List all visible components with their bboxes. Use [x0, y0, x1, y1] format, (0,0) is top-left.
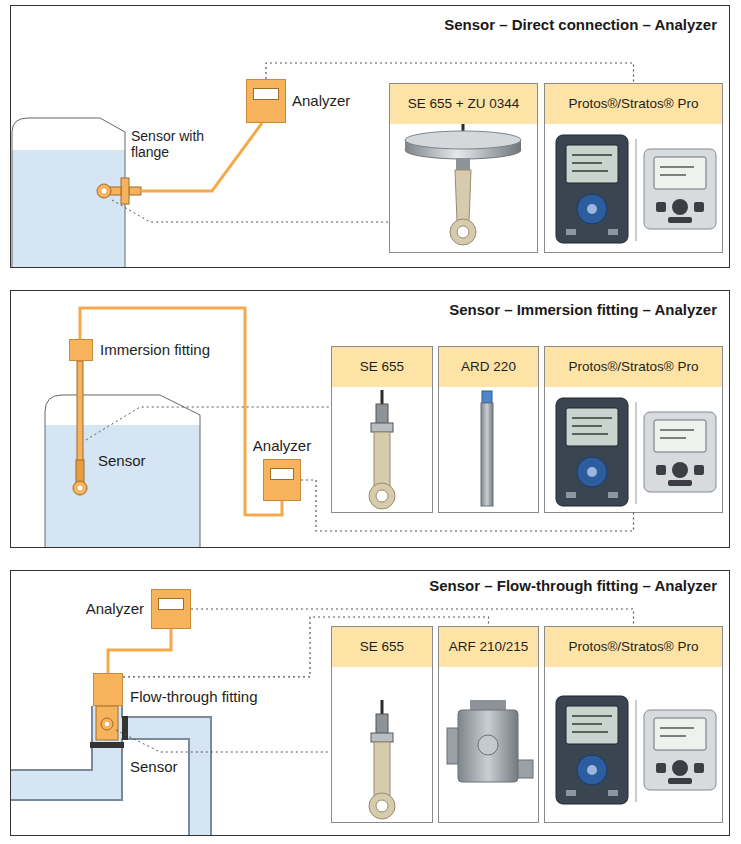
leader-line	[116, 730, 331, 752]
sensor-ring	[101, 718, 113, 730]
fitting-box: Flow-through fitting	[93, 673, 123, 706]
immersion-tube	[77, 361, 83, 461]
fitting-box: Immersion fitting	[69, 339, 93, 361]
product-name: Protos®/Stratos® Pro	[545, 347, 722, 387]
fitting-block	[458, 710, 518, 782]
product-name: SE 655 + ZU 0344	[390, 84, 537, 124]
tank-liquid	[12, 150, 125, 268]
pipe-collar	[122, 716, 128, 740]
sensor-cable	[108, 629, 171, 673]
sensor-ring	[97, 184, 111, 198]
tank-liquid	[45, 425, 200, 548]
sensor-hole	[102, 189, 107, 194]
sensor-body	[76, 460, 84, 482]
product-card: SE 655	[331, 346, 433, 513]
product-card: ARF 210/215	[438, 626, 539, 823]
flange-stem	[456, 158, 470, 170]
product-name: Protos®/Stratos® Pro	[545, 84, 722, 124]
fitting-cap	[482, 391, 492, 403]
analyzer-screen	[253, 88, 279, 100]
analyzer-photo	[556, 398, 716, 506]
product-card: SE 655	[331, 626, 433, 823]
analyzer-photo	[556, 696, 716, 804]
sensor-hole	[457, 226, 469, 238]
analyzer-photo	[556, 135, 716, 243]
leader-line	[112, 200, 389, 222]
device-label: Analyzer	[253, 437, 311, 454]
analyzer-screen	[270, 468, 294, 480]
device-label: Analyzer	[86, 600, 144, 617]
product-name: SE 655	[332, 627, 432, 667]
pipe-collar	[90, 742, 124, 748]
fitting-rod	[481, 403, 493, 506]
part-label: Sensor with flange	[131, 128, 213, 160]
fitting-window	[478, 735, 498, 755]
analyzer-box: Analyzer	[151, 589, 191, 629]
fitting-port	[447, 728, 459, 764]
sensor-hole	[78, 486, 83, 491]
signal-connector	[301, 480, 634, 531]
product-name: ARF 210/215	[439, 627, 538, 667]
panel-title: Sensor – Flow-through fitting – Analyzer	[429, 577, 717, 594]
sensor-hole	[105, 722, 109, 726]
analyzer-screen	[158, 598, 184, 610]
analyzer-box: Analyzer	[263, 459, 301, 501]
product-card: ARD 220	[438, 346, 539, 513]
leader-line	[86, 407, 331, 440]
panel-frame: Sensor – Immersion fitting – AnalyzerImm…	[10, 290, 730, 548]
product-card: Protos®/Stratos® Pro	[544, 83, 723, 253]
product-name: ARD 220	[439, 347, 538, 387]
part-label: Sensor	[98, 452, 146, 469]
sensor-body	[455, 170, 471, 222]
panel-title: Sensor – Direct connection – Analyzer	[444, 16, 717, 33]
panel-frame: Sensor – Flow-through fitting – Analyzer…	[10, 570, 730, 836]
fitting-port	[517, 760, 533, 778]
product-card: SE 655 + ZU 0344	[389, 83, 538, 253]
tank-outline	[45, 395, 200, 548]
device-label: Analyzer	[292, 92, 350, 109]
panel-title: Sensor – Immersion fitting – Analyzer	[449, 301, 717, 318]
fitting-body	[96, 706, 118, 740]
sensor-stem	[129, 187, 141, 195]
panel-frame: Sensor – Direct connection – AnalyzerAna…	[10, 5, 730, 268]
sensor-ring	[73, 481, 87, 495]
sensor-photo	[369, 700, 395, 819]
tank-outline	[12, 118, 125, 268]
sensor-flange	[121, 178, 129, 204]
flange-top	[405, 131, 521, 149]
part-label: Immersion fitting	[100, 341, 210, 358]
signal-connector	[266, 63, 634, 83]
part-label: Flow-through fitting	[130, 688, 258, 705]
sensor-photo	[369, 390, 395, 509]
product-card: Protos®/Stratos® Pro	[544, 626, 723, 823]
product-card: Protos®/Stratos® Pro	[544, 346, 723, 513]
product-name: Protos®/Stratos® Pro	[545, 627, 722, 667]
sensor-cable	[80, 308, 282, 515]
product-name: SE 655	[332, 347, 432, 387]
sensor-ring	[450, 219, 476, 245]
analyzer-box: Analyzer	[246, 79, 286, 123]
signal-connector	[191, 609, 634, 626]
part-label: Sensor	[130, 758, 178, 775]
